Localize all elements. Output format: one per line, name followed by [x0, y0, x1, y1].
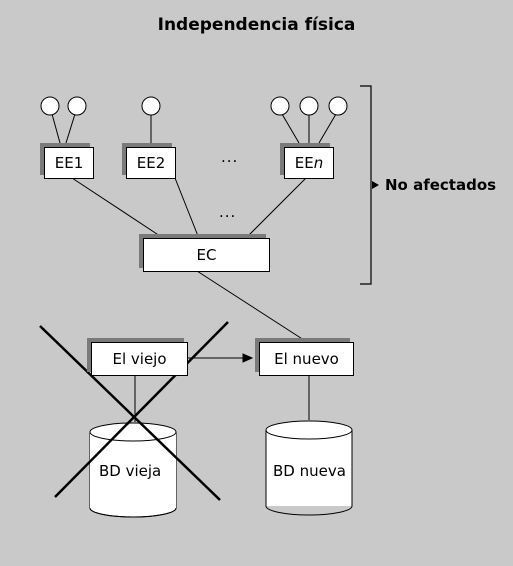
external-schema-1-label: EE1 — [54, 154, 84, 172]
users-ee1 — [40, 96, 87, 144]
internal-schema-old: El viejo — [91, 342, 188, 376]
db-new-label: BD nueva — [273, 462, 346, 480]
db-old-label: BD vieja — [99, 462, 162, 480]
diagram-title: Independencia física — [157, 15, 356, 35]
external-schema-2: EE2 — [126, 147, 176, 179]
right-brace — [360, 85, 372, 285]
migration-arrow — [187, 353, 254, 363]
external-schema-n-suffix: n — [313, 154, 324, 172]
user-circle — [299, 96, 319, 116]
pointer-arrow-icon — [372, 181, 379, 189]
conceptual-schema-label: EC — [196, 246, 217, 264]
db-new-cylinder — [265, 420, 353, 516]
ellipsis-top: ... — [221, 148, 239, 166]
users-ee2 — [141, 96, 161, 143]
user-circle — [328, 96, 348, 116]
user-circle — [270, 96, 290, 116]
side-annotation-text: No afectados — [385, 176, 497, 194]
user-circle — [141, 96, 161, 116]
external-schema-n-label: EE — [294, 154, 314, 172]
cross-mark — [39, 321, 229, 501]
db-old-cylinder — [89, 422, 177, 518]
conceptual-schema: EC — [143, 238, 270, 272]
internal-schema-old-label: El viejo — [112, 350, 167, 368]
external-schema-1: EE1 — [44, 147, 94, 179]
ellipsis-mid: ... — [219, 203, 237, 221]
conceptual-new-line — [196, 270, 308, 343]
user-circle — [40, 96, 60, 116]
user-circle — [67, 96, 87, 116]
internal-schema-new: El nuevo — [259, 342, 354, 376]
external-schema-2-label: EE2 — [136, 154, 166, 172]
users-een — [270, 96, 348, 144]
side-annotation: No afectados — [372, 176, 496, 194]
internal-schema-new-label: El nuevo — [274, 350, 339, 368]
ext-conceptual-lines — [71, 177, 307, 237]
